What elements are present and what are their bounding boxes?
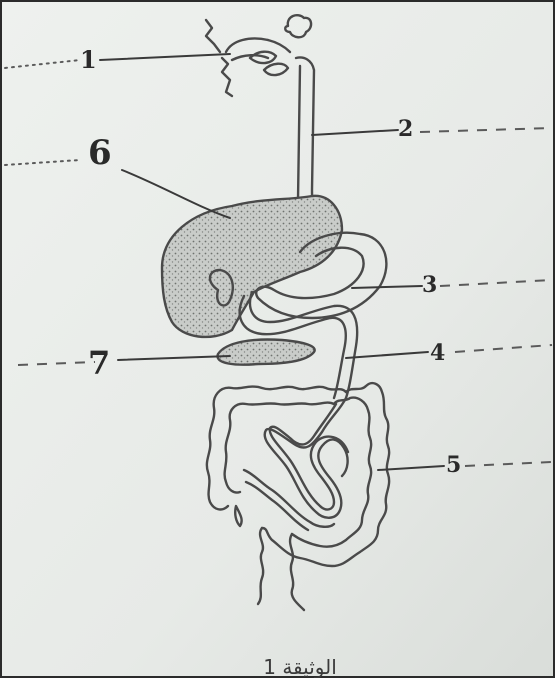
label-3: 3 (422, 272, 437, 298)
label-1: 1 (80, 45, 97, 74)
label-5: 5 (446, 452, 461, 478)
pancreas (218, 340, 315, 365)
document-caption: الوثيقة 1 (263, 655, 337, 678)
label-2: 2 (398, 116, 413, 142)
label-4: 4 (430, 340, 445, 366)
label-7: 7 (88, 344, 110, 382)
label-6: 6 (88, 133, 112, 173)
